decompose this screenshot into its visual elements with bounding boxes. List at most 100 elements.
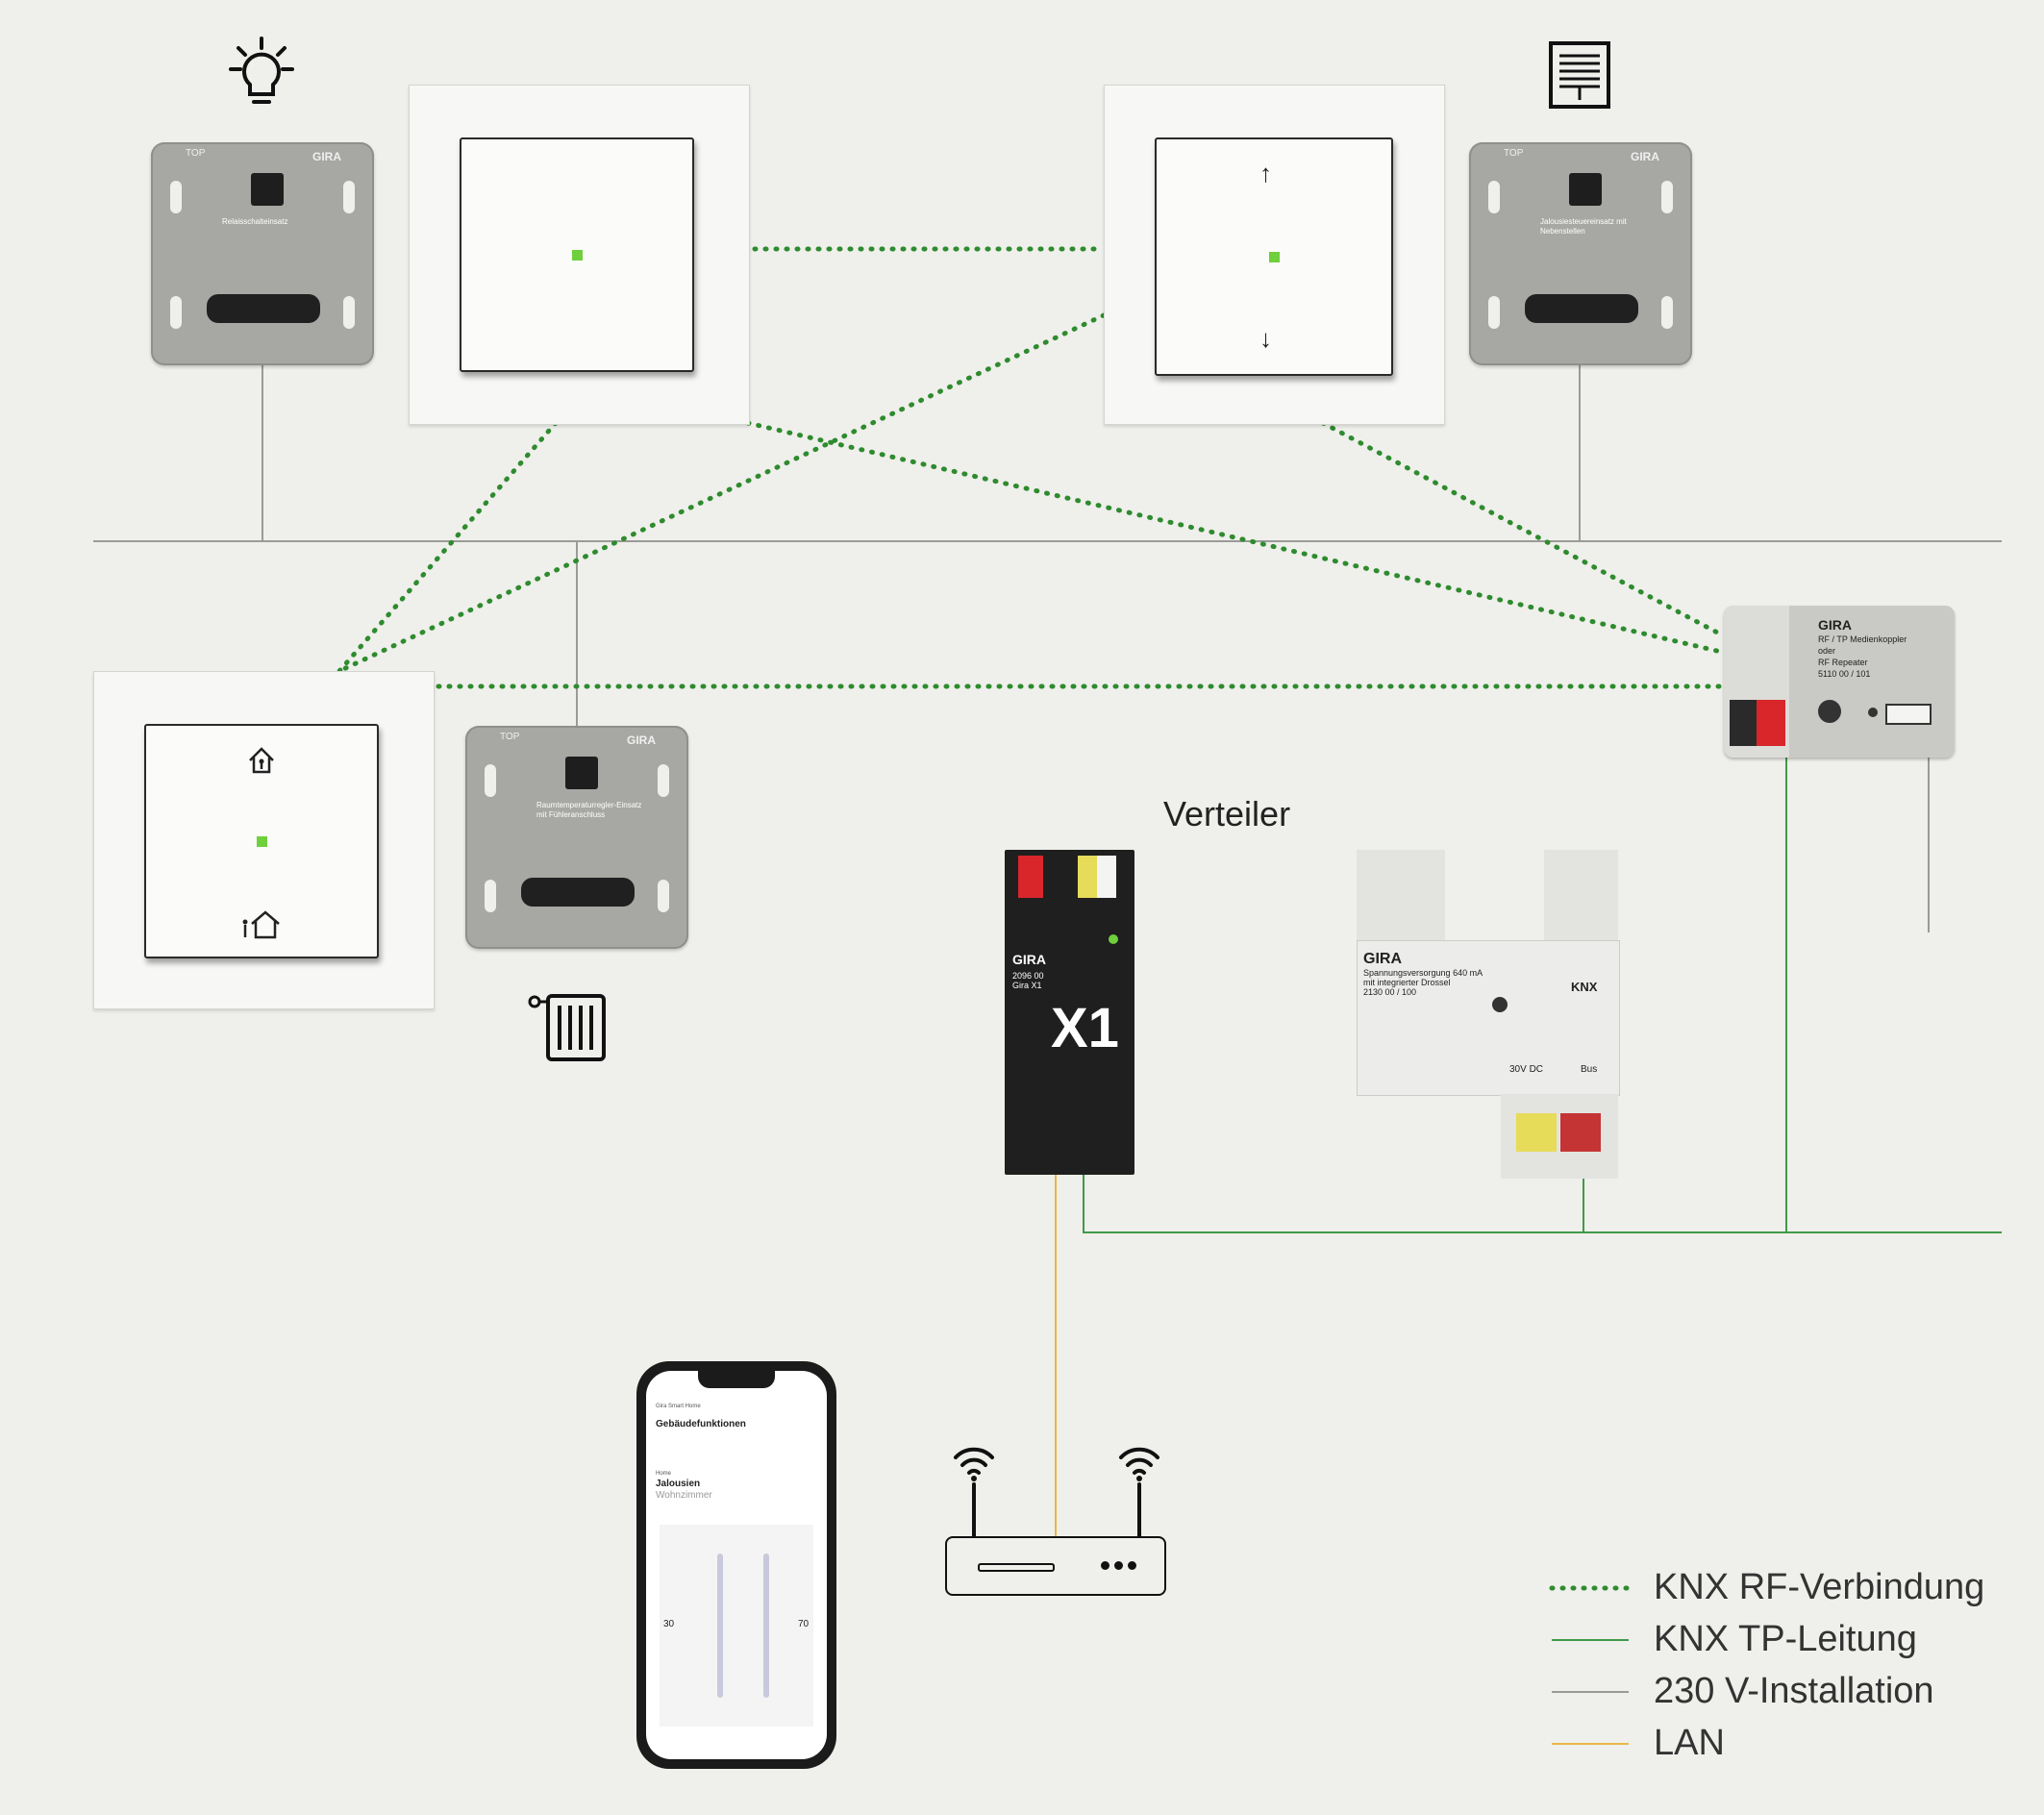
psu-reset-button bbox=[1492, 997, 1508, 1012]
rocker-blind[interactable]: ↑ ↓ bbox=[1155, 137, 1393, 376]
relay-insert-light: TOP GIRA Relaisschalteinsatz bbox=[151, 142, 374, 365]
insert-slot bbox=[658, 764, 669, 797]
insert-label: Raumtemperaturregler-Einsatz mit Fühlera… bbox=[536, 801, 642, 819]
coupler-line: 5110 00 / 101 bbox=[1818, 669, 1871, 679]
insert-top-label: TOP bbox=[186, 148, 206, 159]
insert-terminals bbox=[207, 294, 320, 323]
status-led bbox=[572, 250, 583, 261]
insert-terminal-block bbox=[251, 173, 284, 206]
legend-label-tp: KNX TP-Leitung bbox=[1654, 1619, 1917, 1659]
insert-slot bbox=[1661, 296, 1673, 329]
x1-white-terminal bbox=[1097, 856, 1116, 898]
psu-bottom bbox=[1501, 1094, 1618, 1179]
x1-brand: GIRA bbox=[1012, 952, 1046, 967]
insert-slot bbox=[343, 181, 355, 213]
psu-out-b: Bus bbox=[1581, 1064, 1598, 1075]
gira-x1-device: GIRA 2096 00 Gira X1 X1 bbox=[1005, 850, 1134, 1175]
coupler-black-terminal bbox=[1730, 700, 1757, 746]
insert-label: Jalousiesteuereinsatz mit Nebenstellen bbox=[1540, 217, 1627, 236]
coupler-prog-button bbox=[1818, 700, 1841, 723]
insert-terminal-block bbox=[565, 757, 598, 789]
router-dot bbox=[1101, 1561, 1109, 1570]
router-slot bbox=[978, 1563, 1055, 1572]
thermostat-insert: TOP GIRA Raumtemperaturregler-Einsatz mi… bbox=[465, 726, 688, 949]
left-value: 30 bbox=[663, 1619, 675, 1629]
insert-terminals bbox=[1525, 294, 1638, 323]
x1-name: Gira X1 bbox=[1012, 981, 1042, 990]
arrow-up-icon: ↑ bbox=[1259, 159, 1272, 187]
phone-screen: Gira Smart Home Gebäudefunktionen Home J… bbox=[646, 1371, 827, 1759]
rocker-scene[interactable] bbox=[144, 724, 379, 958]
psu-out-a: 30V DC bbox=[1509, 1064, 1544, 1075]
wifi-icon bbox=[954, 1447, 994, 1538]
slider-left[interactable] bbox=[717, 1554, 723, 1698]
psu-red-terminal bbox=[1560, 1113, 1601, 1152]
router-dot bbox=[1128, 1561, 1136, 1570]
status-led bbox=[257, 836, 267, 847]
leave-home-icon bbox=[242, 910, 280, 939]
router bbox=[945, 1536, 1166, 1596]
coupler-red-terminal bbox=[1757, 700, 1785, 746]
x1-run-led bbox=[1109, 934, 1118, 944]
psu-top-left bbox=[1357, 850, 1445, 940]
smartphone: Gira Smart Home Gebäudefunktionen Home J… bbox=[636, 1361, 836, 1769]
rocker-light[interactable] bbox=[460, 137, 694, 372]
rf-link-5 bbox=[745, 420, 1724, 655]
app-title: Gebäudefunktionen bbox=[656, 1419, 746, 1430]
status-led bbox=[1269, 252, 1280, 262]
coupler-antenna-port bbox=[1885, 704, 1932, 725]
insert-slot bbox=[485, 880, 496, 912]
insert-slot bbox=[1488, 181, 1500, 213]
x1-red-terminal bbox=[1018, 856, 1043, 898]
insert-slot bbox=[485, 764, 496, 797]
app-crumb: Home bbox=[656, 1471, 672, 1477]
insert-slot bbox=[170, 181, 182, 213]
slider-right[interactable] bbox=[763, 1554, 769, 1698]
radiator-icon bbox=[528, 994, 606, 1061]
insert-brand: GIRA bbox=[1631, 150, 1659, 163]
app-device: Jalousien bbox=[656, 1479, 701, 1489]
coupler-line: RF / TP Medienkoppler bbox=[1818, 634, 1907, 644]
section-label-verteiler: Verteiler bbox=[1163, 794, 1291, 833]
insert-terminals bbox=[521, 878, 635, 907]
x1-big-label: X1 bbox=[1051, 997, 1119, 1059]
legend-label-mains: 230 V-Installation bbox=[1654, 1671, 1934, 1711]
insert-slot bbox=[343, 296, 355, 329]
app-slider-panel: 30 70 bbox=[660, 1525, 813, 1727]
insert-slot bbox=[658, 880, 669, 912]
legend-swatches bbox=[1549, 1585, 1632, 1745]
rf-link-3 bbox=[337, 312, 1107, 674]
rf-tp-media-coupler: GIRA RF / TP Medienkoppler oder RF Repea… bbox=[1724, 606, 1955, 758]
insert-top-label: TOP bbox=[1504, 148, 1524, 159]
psu-line: 2130 00 / 100 bbox=[1363, 987, 1417, 997]
light-bulb-icon bbox=[229, 37, 294, 104]
blind-icon bbox=[1549, 41, 1610, 109]
app-room: Wohnzimmer bbox=[656, 1490, 712, 1501]
psu-line: mit integrierter Drossel bbox=[1363, 978, 1451, 987]
rf-link-6 bbox=[1320, 420, 1724, 637]
coupler-led bbox=[1868, 708, 1878, 717]
x1-yellow-terminal bbox=[1078, 856, 1097, 898]
coupler-line: RF Repeater bbox=[1818, 658, 1868, 667]
legend-label-lan: LAN bbox=[1654, 1723, 1725, 1763]
switch-frame-light bbox=[409, 85, 750, 425]
psu-top-right bbox=[1544, 850, 1618, 940]
phone-notch bbox=[698, 1371, 775, 1388]
coupler-line: oder bbox=[1818, 646, 1836, 656]
arrow-down-icon: ↓ bbox=[1259, 324, 1272, 353]
switch-frame-scene bbox=[93, 671, 435, 1009]
x1-code: 2096 00 bbox=[1012, 971, 1044, 981]
insert-slot bbox=[1661, 181, 1673, 213]
psu-yellow-terminal bbox=[1516, 1113, 1557, 1152]
psu-knx-logo: KNX bbox=[1571, 980, 1598, 994]
app-name: Gira Smart Home bbox=[656, 1404, 701, 1409]
psu-body: GIRA Spannungsversorgung 640 mA mit inte… bbox=[1357, 940, 1620, 1096]
insert-top-label: TOP bbox=[500, 732, 520, 742]
legend-label-rf: KNX RF-Verbindung bbox=[1654, 1567, 1985, 1607]
switch-frame-blind: ↑ ↓ bbox=[1104, 85, 1445, 425]
insert-brand: GIRA bbox=[627, 733, 656, 747]
insert-terminal-block bbox=[1569, 173, 1602, 206]
psu-brand: GIRA bbox=[1363, 951, 1402, 967]
blind-insert: TOP GIRA Jalousiesteuereinsatz mit Neben… bbox=[1469, 142, 1692, 365]
